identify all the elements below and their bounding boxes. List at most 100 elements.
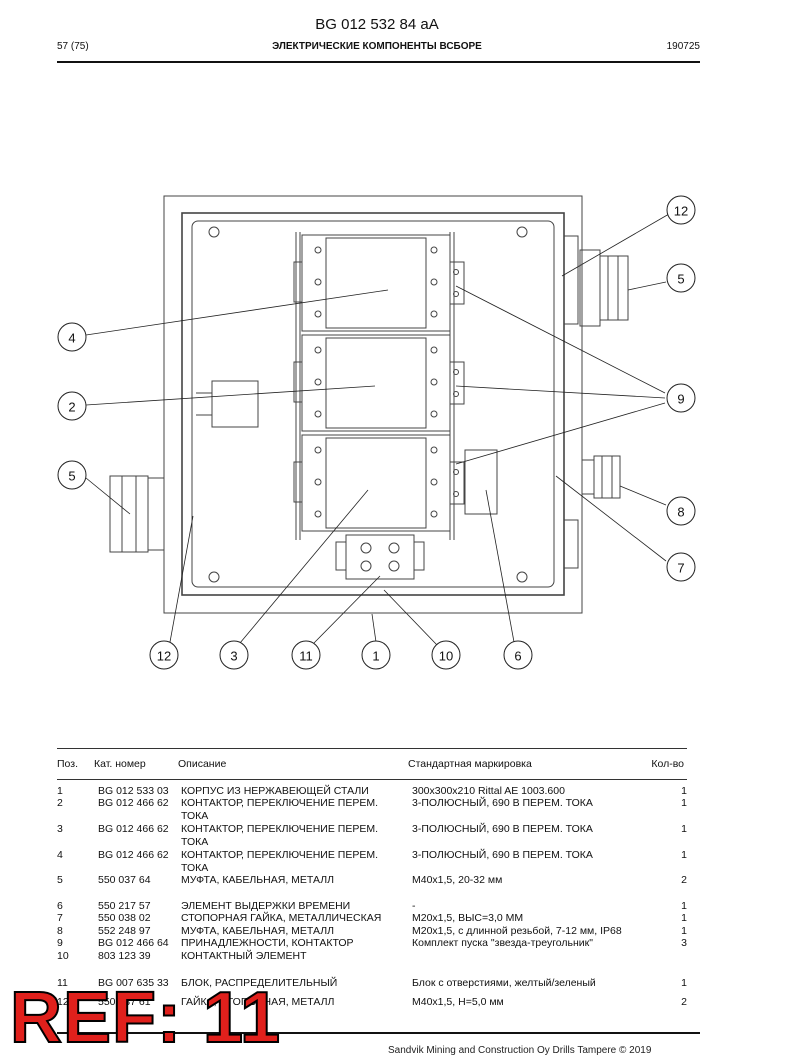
part-catalog-number: BG 012 466 62	[98, 849, 169, 861]
callout-label: 9	[677, 392, 684, 407]
part-quantity: 2	[681, 996, 687, 1008]
enclosure-drawing: 12 5 4 9 2 5 8 7 12 3 11 1 10 6	[57, 195, 696, 670]
col-header-standard: Стандартная маркировка	[408, 758, 532, 770]
callout-circle	[57, 391, 87, 421]
part-description: КОНТАКТНЫЙ ЭЛЕМЕНТ	[181, 950, 307, 962]
part-pos: 3	[57, 823, 63, 835]
part-pos: 1	[57, 785, 63, 797]
part-quantity: 1	[681, 797, 687, 809]
part-standard: -	[412, 900, 416, 912]
callout-label: 12	[674, 204, 688, 219]
ref-overlay-label: REF: 11	[9, 978, 282, 1058]
cable-gland-right	[563, 235, 629, 327]
part-quantity: 1	[681, 912, 687, 924]
part-description: ГАЙКА, СТОПОРНАЯ, МЕТАЛЛ	[181, 996, 335, 1008]
part-catalog-number: 550 217 57	[98, 900, 151, 912]
part-catalog-number: BG 012 466 64	[98, 937, 169, 949]
callout-label: 5	[677, 272, 684, 287]
part-standard: M40x1,5, H=5,0 мм	[412, 996, 504, 1008]
part-description: БЛОК, РАСПРЕДЕЛИТЕЛЬНЫЙ	[181, 977, 338, 989]
part-quantity: 1	[681, 785, 687, 797]
col-header-description: Описание	[178, 758, 227, 770]
table-row: 3 BG 012 466 62 КОНТАКТОР, ПЕРЕКЛЮЧЕНИЕ ПЕ…	[57, 823, 687, 849]
part-standard: Блок с отверстиями, желтый/зеленый	[412, 977, 596, 989]
callout-circle	[57, 460, 87, 490]
part-quantity: 1	[681, 977, 687, 989]
col-header-catalog: Кат. номер	[94, 758, 146, 770]
part-quantity: 2	[681, 874, 687, 886]
callout-label: 4	[68, 331, 75, 346]
parts-table: Поз. Кат. номер Описание Стандартная мар…	[57, 748, 687, 1008]
callout-label: 12	[157, 649, 171, 664]
part-catalog-number: 803 123 39	[98, 950, 151, 962]
col-header-quantity: Кол-во	[651, 758, 684, 770]
part-standard: M40x1,5, 20-32 мм	[412, 874, 503, 886]
callout-circle	[149, 640, 179, 670]
part-catalog-number: 552 248 97	[98, 925, 151, 937]
cable-gland-small	[581, 455, 621, 499]
callout-label: 8	[677, 505, 684, 520]
callout-circle	[666, 195, 696, 225]
document-number: BG 012 532 84 aA	[315, 16, 439, 33]
part-standard: Комплект пуска "звезда-треугольник"	[412, 937, 593, 949]
part-pos: 9	[57, 937, 63, 949]
callout-label: 3	[230, 649, 237, 664]
part-catalog-number: 550 038 02	[98, 912, 151, 924]
part-catalog-number: BG 007 635 33	[98, 977, 169, 989]
callout-label: 5	[68, 469, 75, 484]
parts-table-header: Поз. Кат. номер Описание Стандартная мар…	[57, 748, 687, 780]
terminal-block	[335, 534, 425, 580]
part-quantity: 1	[681, 900, 687, 912]
part-description: СТОПОРНАЯ ГАЙКА, МЕТАЛЛИЧЕСКАЯ	[181, 912, 382, 924]
table-row: 9 BG 012 466 64 ПРИНАДЛЕЖНОСТИ, КОНТАКТОР К…	[57, 937, 687, 949]
callout-circle	[666, 496, 696, 526]
part-catalog-number: BG 012 533 03	[98, 785, 169, 797]
part-pos: 2	[57, 797, 63, 809]
header-divider	[57, 61, 700, 63]
contactor-2	[293, 334, 465, 432]
callout-circle	[666, 383, 696, 413]
callout-label: 11	[299, 649, 313, 664]
part-standard: M20x1,5, ВЫС=3,0 ММ	[412, 912, 524, 924]
part-quantity: 3	[681, 937, 687, 949]
contactor-4	[293, 234, 465, 332]
part-catalog-number: BG 012 466 62	[98, 823, 169, 835]
contactor-3	[293, 434, 465, 532]
callout-circle	[219, 640, 249, 670]
callout-circle	[431, 640, 461, 670]
callout-label: 1	[372, 649, 379, 664]
part-quantity: 1	[681, 925, 687, 937]
part-pos: 7	[57, 912, 63, 924]
callout-label: 7	[677, 561, 684, 576]
callout-label: 2	[68, 400, 75, 415]
part-standard: 3-ПОЛЮСНЫЙ, 690 В ПЕРЕМ. ТОКА	[412, 849, 593, 861]
part-standard: 3-ПОЛЮСНЫЙ, 690 В ПЕРЕМ. ТОКА	[412, 823, 593, 835]
part-description: ЭЛЕМЕНТ ВЫДЕРЖКИ ВРЕМЕНИ	[181, 900, 351, 912]
callout-circle	[666, 552, 696, 582]
part-description: КОРПУС ИЗ НЕРЖАВЕЮЩЕЙ СТАЛИ	[181, 785, 369, 797]
timer-element	[464, 449, 498, 515]
part-description: ПРИНАДЛЕЖНОСТИ, КОНТАКТОР	[181, 937, 354, 949]
part-standard: M20x1,5, с длинной резьбой, 7-12 мм, IP6…	[412, 925, 622, 937]
part-catalog-number: BG 012 466 62	[98, 797, 169, 809]
table-row: 7 550 038 02 СТОПОРНАЯ ГАЙКА, МЕТАЛЛИЧЕСКА…	[57, 912, 687, 924]
part-pos: 8	[57, 925, 63, 937]
enclosure-inner	[181, 212, 565, 596]
callout-circle	[291, 640, 321, 670]
part-catalog-number: 550 037 61	[98, 996, 151, 1008]
part-description: КОНТАКТОР, ПЕРЕКЛЮЧЕНИЕ ПЕРЕМ. ТОКА	[181, 823, 378, 848]
col-header-pos: Поз.	[57, 758, 78, 770]
page-title: ЭЛЕКТРИЧЕСКИЕ КОМПОНЕНТЫ ВСБОРЕ	[272, 41, 482, 52]
footer-copyright: Sandvik Mining and Construction Oy Drill…	[388, 1045, 652, 1056]
callout-circle	[503, 640, 533, 670]
callout-label: 6	[514, 649, 521, 664]
cable-gland-left	[109, 475, 165, 553]
